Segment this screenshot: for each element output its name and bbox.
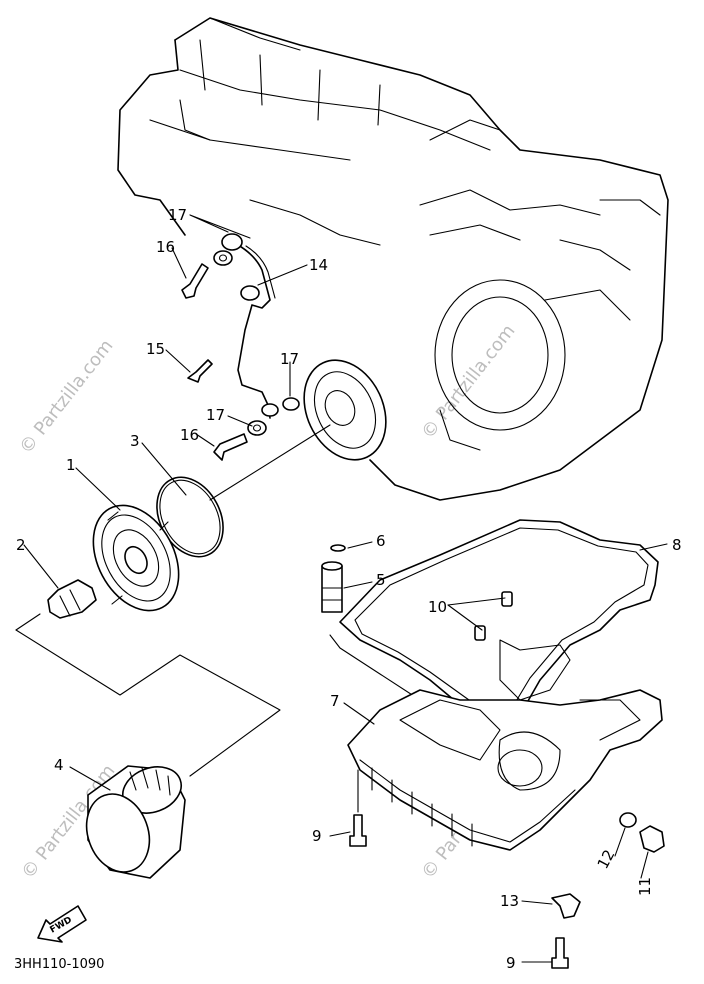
callout-16-a: 16 [156,238,175,256]
union-bolt [47,579,97,619]
callout-2: 2 [16,536,26,554]
union-bolt-16-lower [213,433,248,461]
fwd-arrow-icon: FWD [37,905,87,943]
washer-17-lower [247,420,267,436]
washer-17-mid [282,397,300,411]
callout-4: 4 [54,756,64,774]
bolt-9-upper [349,814,367,847]
bolt-9-lower [551,937,569,969]
callout-8: 8 [672,536,682,554]
oil-filter [85,765,186,879]
callout-3: 3 [130,432,140,450]
oil-pan [347,639,663,851]
oil-pipe [221,233,279,419]
callout-17-a: 17 [168,206,187,224]
callout-7: 7 [330,692,340,710]
bracket-13 [551,893,581,919]
callout-12: 12 [594,847,619,872]
drain-bolt [639,825,665,853]
callout-1: 1 [66,456,76,474]
watermark-left: © Partzilla.com [15,336,117,458]
callout-11: 11 [636,877,654,896]
callout-17-b: 17 [280,350,299,368]
callout-9-b: 9 [506,954,516,972]
callout-10: 10 [428,598,447,616]
diagram-part-code: 3HH110-1090 [14,957,104,972]
watermark-right: © Partzilla.com [417,321,519,443]
callout-15: 15 [146,340,165,358]
union-bolt-16-upper [181,263,209,299]
strainer [321,544,346,613]
fasteners-upper [181,250,300,461]
callout-16-b: 16 [180,426,199,444]
callout-13: 13 [500,892,519,910]
callout-17-c: 17 [206,406,225,424]
oil-pan-gasket [339,519,659,726]
callout-14: 14 [309,256,328,274]
engine-block [117,17,669,501]
bolt-15 [187,359,213,383]
dowel-pins [474,591,513,641]
callout-5: 5 [376,571,386,589]
leader-lines [23,214,668,963]
washer-17-upper [213,250,233,266]
filter-mount [303,359,387,461]
callout-6: 6 [376,532,386,550]
callout-9-a: 9 [312,827,322,845]
gasket-12 [619,812,637,828]
oil-cooler [92,504,180,612]
